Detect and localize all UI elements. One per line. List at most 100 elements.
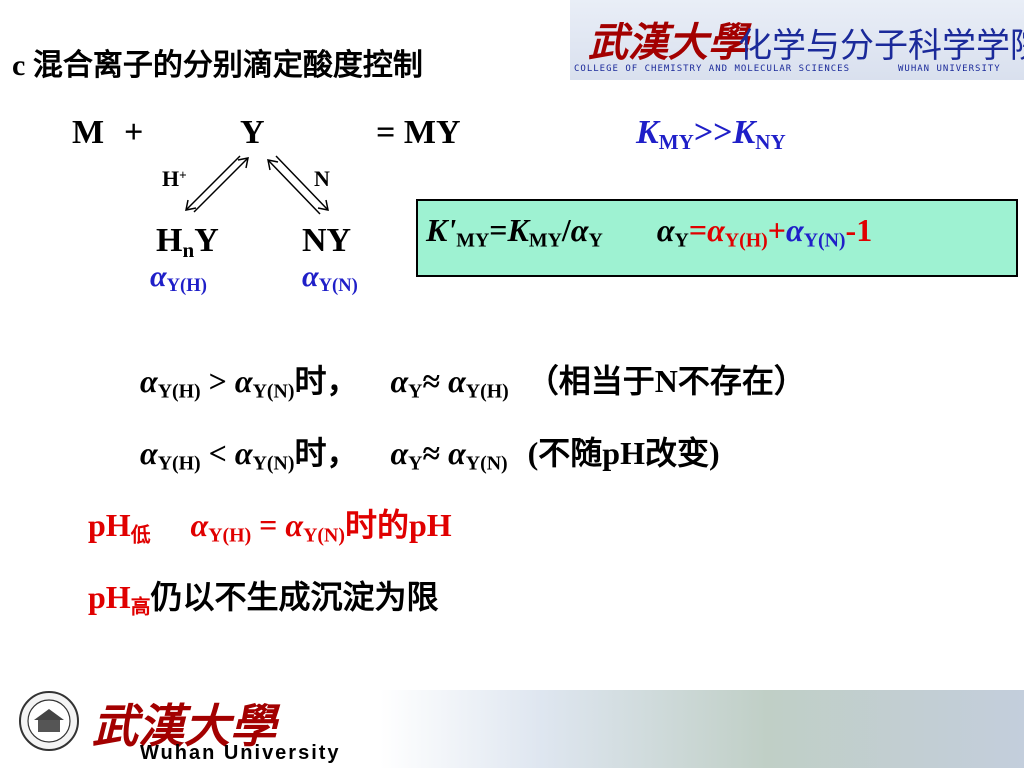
when-text: 时， bbox=[294, 363, 359, 399]
hny-n-subscript: n bbox=[182, 237, 195, 262]
formula-text: K'MY=KMY/αY αY=αY(H)+αY(N)-1 bbox=[426, 212, 872, 253]
product-my: = MY bbox=[376, 114, 461, 151]
plus-sign: + bbox=[124, 114, 144, 151]
alpha-yn-label: αY(N) bbox=[302, 260, 358, 297]
when-text: 时， bbox=[294, 435, 359, 471]
alpha-y-sub-2: Y bbox=[674, 229, 689, 252]
alpha: α bbox=[190, 507, 209, 543]
equilibrium-arrows bbox=[185, 155, 329, 215]
y-sub: Y bbox=[408, 380, 423, 403]
left-arrowhead-down bbox=[185, 199, 197, 211]
left-arrow-down bbox=[185, 155, 241, 211]
alpha-2: α bbox=[285, 507, 304, 543]
alpha-y-subscript: Y bbox=[588, 229, 603, 252]
alpha-yh: α bbox=[707, 212, 725, 248]
kprime: K' bbox=[426, 212, 457, 248]
approx: ≈ bbox=[422, 363, 449, 399]
my-subscript: MY bbox=[658, 129, 694, 154]
less-than: < bbox=[200, 435, 235, 471]
alpha-2: α bbox=[234, 363, 253, 399]
species-ny: NY bbox=[302, 222, 352, 259]
hplus-label: H+ bbox=[162, 166, 187, 192]
condition-line-4: pH高仍以不生成沉淀为限 bbox=[88, 572, 439, 620]
y-sub: Y bbox=[408, 452, 423, 475]
formula-box bbox=[416, 199, 1018, 277]
yn-subscript: Y(N) bbox=[318, 275, 358, 297]
n-label: N bbox=[314, 166, 330, 191]
university-seal-icon bbox=[19, 691, 79, 751]
greater-than: > bbox=[200, 363, 235, 399]
hny-h: H bbox=[156, 222, 183, 259]
footer-campus-banner bbox=[380, 690, 1024, 768]
alpha-y: α bbox=[656, 212, 675, 248]
condition-line-2: αY(H) < αY(N)时， αY≈ αY(N) (不随pH改变) bbox=[140, 428, 720, 476]
kprime-subscript: MY bbox=[456, 229, 490, 252]
right-arrowhead-down bbox=[317, 199, 329, 211]
k-symbol-2: K bbox=[732, 114, 756, 151]
ph: pH bbox=[88, 579, 131, 615]
plus-superscript: + bbox=[179, 167, 187, 183]
header-university-english: WUHAN UNIVERSITY bbox=[898, 64, 1001, 74]
alpha: α bbox=[570, 212, 589, 248]
k-symbol: K bbox=[636, 114, 659, 151]
minus-one: -1 bbox=[845, 212, 873, 248]
condition-kmy-kny: KMY>>KNY bbox=[636, 114, 786, 155]
equals: = bbox=[489, 212, 508, 248]
yh-sub: Y(H) bbox=[208, 524, 252, 547]
equals: = bbox=[251, 507, 286, 543]
hny-y: Y bbox=[194, 222, 219, 259]
footer-university-calligraphy: 武漢大學 bbox=[92, 701, 276, 752]
header-banner bbox=[570, 0, 1024, 80]
header-college-name: 化学与分子科学学院 bbox=[738, 26, 1024, 66]
alpha-3: α bbox=[390, 435, 409, 471]
alpha-4: α bbox=[448, 363, 466, 399]
yn-sub: Y(N) bbox=[303, 524, 345, 547]
alpha-4: α bbox=[448, 435, 466, 471]
alpha: α bbox=[140, 435, 158, 471]
yh-sub: Y(H) bbox=[724, 229, 768, 252]
equals-red: = bbox=[688, 212, 708, 248]
footer-university-english: Wuhan University bbox=[140, 742, 341, 764]
k: K bbox=[507, 212, 529, 248]
h-symbol: H bbox=[162, 166, 180, 191]
yh-sub-2: Y(H) bbox=[465, 380, 509, 403]
alpha-yh-label: αY(H) bbox=[150, 260, 207, 297]
species-hny: HnY bbox=[156, 222, 219, 263]
right-arrowhead-up bbox=[267, 159, 279, 171]
slide-title: c 混合离子的分别滴定酸度控制 bbox=[12, 49, 423, 82]
yn-sub: Y(N) bbox=[252, 452, 295, 475]
approx: ≈ bbox=[422, 435, 449, 471]
yh-subscript: Y(H) bbox=[166, 275, 207, 297]
alpha-2: α bbox=[234, 435, 253, 471]
slash: / bbox=[561, 212, 571, 248]
yh-sub: Y(H) bbox=[157, 380, 201, 403]
yn-sub-2: Y(N) bbox=[465, 452, 508, 475]
species-m: M bbox=[72, 114, 105, 151]
condition-line-3: pH低 αY(H) = αY(N)时的pH bbox=[88, 500, 452, 548]
low-sub: 低 bbox=[130, 524, 151, 547]
right-arrow-down bbox=[275, 155, 329, 211]
alpha-3: α bbox=[390, 363, 409, 399]
ph-at-condition: 时的pH bbox=[344, 507, 452, 543]
alpha-yn: α bbox=[785, 212, 804, 248]
alpha: α bbox=[140, 363, 158, 399]
alpha-symbol-2: α bbox=[302, 260, 319, 293]
left-arrow-up bbox=[193, 157, 249, 213]
note-ph-independent: (不随pH改变) bbox=[527, 435, 720, 471]
note-n-absent: （相当于N不存在） bbox=[526, 363, 806, 399]
yh-sub: Y(H) bbox=[157, 452, 201, 475]
header-university-calligraphy: 武漢大學 bbox=[588, 19, 748, 66]
right-arrow-up bbox=[267, 159, 321, 215]
high-sub: 高 bbox=[130, 596, 151, 619]
condition-line-1: αY(H) > αY(N)时， αY≈ αY(H) （相当于N不存在） bbox=[140, 356, 806, 404]
species-y: Y bbox=[240, 114, 265, 151]
ny-subscript: NY bbox=[755, 129, 786, 154]
precipitation-limit: 仍以不生成沉淀为限 bbox=[150, 579, 439, 615]
yn-sub: Y(N) bbox=[803, 229, 846, 252]
ph: pH bbox=[88, 507, 131, 543]
k-subscript: MY bbox=[528, 229, 562, 252]
yn-sub: Y(N) bbox=[252, 380, 295, 403]
much-greater-sign: >> bbox=[693, 114, 733, 151]
plus-red: + bbox=[767, 212, 786, 248]
left-arrowhead-up bbox=[237, 157, 249, 169]
